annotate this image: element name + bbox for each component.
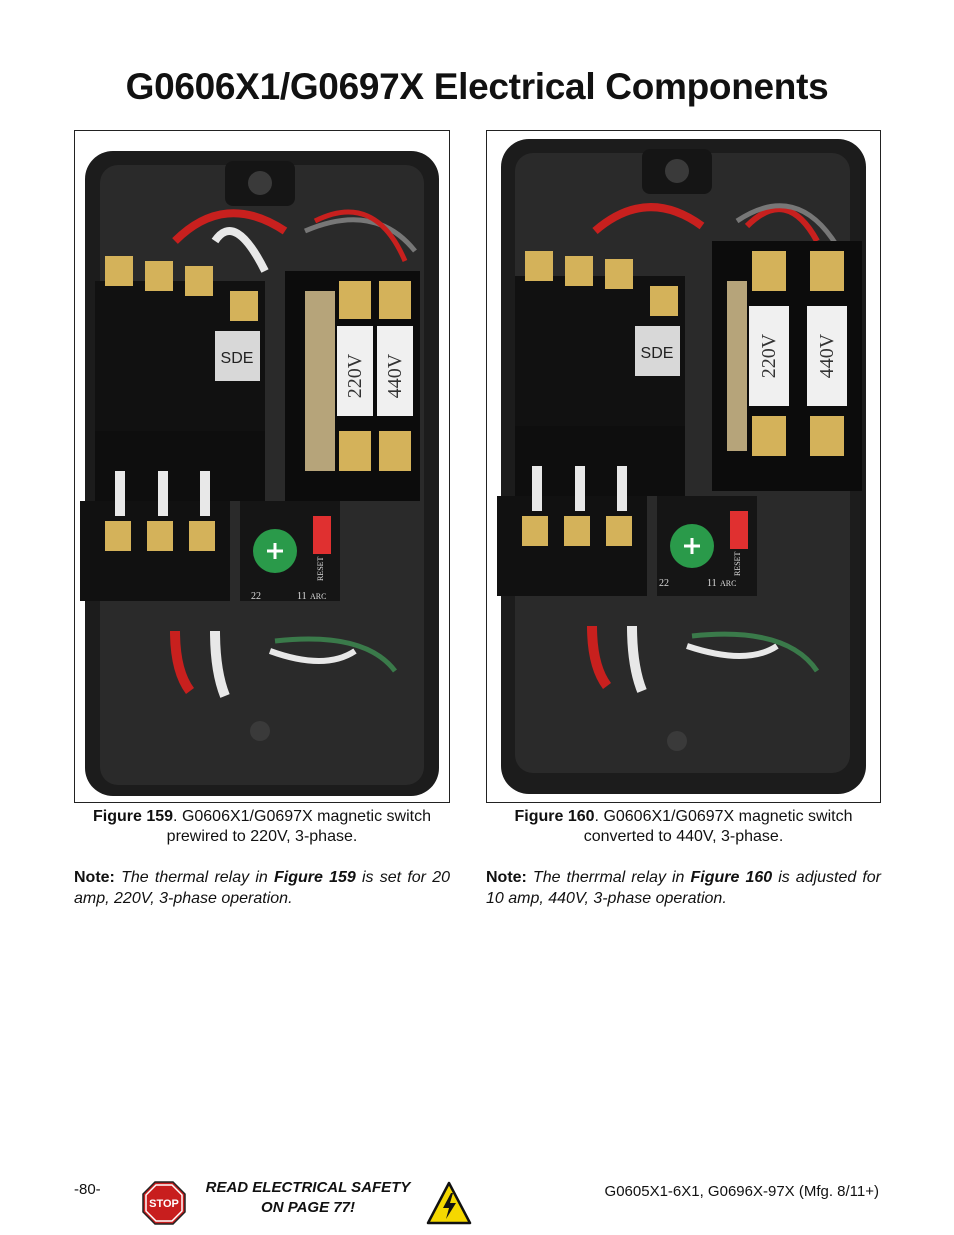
figure-159-note: Note: The thermal relay in Figure 159 is… — [74, 869, 451, 907]
relay-dial-arc: ARC — [310, 592, 326, 601]
figure-159-photo: SDE 220V 440V 22 11 ARC RESET — [74, 130, 450, 803]
page-title: G0606X1/G0697X Electrical Components — [125, 66, 829, 107]
figure-160-photo: SDE 220V 440V 22 11 ARC RESET — [486, 130, 881, 803]
fuse-label-220v: 220V — [344, 353, 366, 398]
figure-160-note: Note: The therrmal relay in Figure 160 i… — [486, 869, 882, 907]
fuse-label-440v: 440V — [816, 333, 838, 378]
figure-160-label: Figure 160 — [514, 808, 595, 825]
relay-dial-arc: ARC — [720, 579, 736, 588]
page-number: -80- — [74, 1181, 101, 1198]
figure-160-caption: Figure 160. G0606X1/G0697X magnetic swit… — [514, 808, 853, 845]
fuse-label-440v: 440V — [384, 353, 406, 398]
electrical-hazard-icon — [426, 1181, 472, 1225]
electrical-safety-notice: READ ELECTRICAL SAFETY ON PAGE 77! — [205, 1179, 411, 1216]
relay-dial-11: 11 — [707, 578, 717, 589]
contactor-brand: SDE — [641, 345, 674, 362]
relay-reset-label: RESET — [733, 551, 742, 576]
relay-reset-label: RESET — [316, 556, 325, 581]
fuse-label-220v: 220V — [758, 333, 780, 378]
relay-dial-22: 22 — [251, 591, 261, 602]
contactor-brand: SDE — [221, 350, 254, 367]
relay-dial-11: 11 — [297, 591, 307, 602]
figure-159-caption: Figure 159. G0606X1/G0697X magnetic swit… — [93, 808, 431, 845]
stop-sign-icon: STOP — [142, 1181, 186, 1225]
model-info: G0605X1-6X1, G0696X-97X (Mfg. 8/11+) — [604, 1183, 879, 1200]
stop-sign-text: STOP — [149, 1198, 179, 1210]
relay-dial-22: 22 — [659, 578, 669, 589]
figure-159-label: Figure 159 — [93, 808, 174, 825]
